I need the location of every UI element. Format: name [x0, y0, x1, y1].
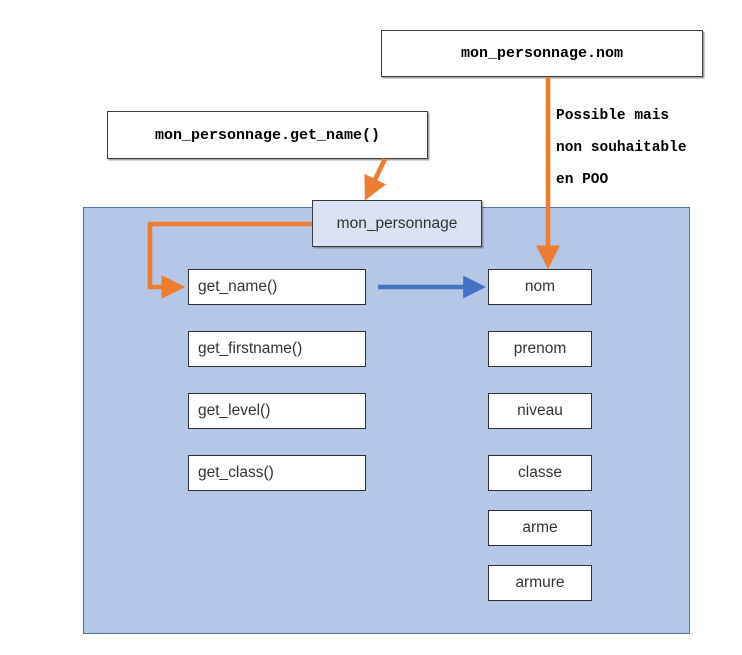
- attribute-box-armure: armure: [488, 565, 592, 601]
- method-box-get-class: get_class(): [188, 455, 366, 491]
- attribute-label: armure: [515, 574, 565, 591]
- object-box-label: mon_personnage: [336, 214, 458, 232]
- class-panel: [83, 207, 690, 634]
- attribute-box-nom: nom: [488, 269, 592, 305]
- attribute-label: niveau: [517, 402, 563, 419]
- method-label: get_name(): [198, 278, 278, 295]
- method-call-arrow: [364, 157, 388, 201]
- callout-method-access-text: mon_personnage.get_name(): [154, 126, 381, 144]
- attribute-box-prenom: prenom: [488, 331, 592, 367]
- callout-attribute-access: mon_personnage.nom: [381, 30, 703, 77]
- callout-method-access: mon_personnage.get_name(): [107, 111, 428, 159]
- method-label: get_class(): [198, 464, 274, 481]
- note-poo-line-2: non souhaitable: [556, 140, 687, 156]
- method-box-get-firstname: get_firstname(): [188, 331, 366, 367]
- note-poo-line-3: en POO: [556, 172, 609, 188]
- callout-attribute-access-text: mon_personnage.nom: [460, 45, 624, 62]
- note-poo: Possible mais non souhaitable en POO: [556, 100, 731, 196]
- method-box-get-name: get_name(): [188, 269, 366, 305]
- attribute-label: nom: [524, 278, 556, 295]
- method-box-get-level: get_level(): [188, 393, 366, 429]
- attribute-label: classe: [518, 464, 562, 481]
- attribute-label: prenom: [513, 340, 567, 357]
- object-box-mon-personnage: mon_personnage: [312, 200, 482, 247]
- method-label: get_firstname(): [198, 340, 303, 357]
- attribute-box-niveau: niveau: [488, 393, 592, 429]
- attribute-box-arme: arme: [488, 510, 592, 546]
- method-label: get_level(): [198, 402, 271, 419]
- attribute-box-classe: classe: [488, 455, 592, 491]
- note-poo-line-1: Possible mais: [556, 108, 670, 124]
- attribute-label: arme: [522, 519, 558, 536]
